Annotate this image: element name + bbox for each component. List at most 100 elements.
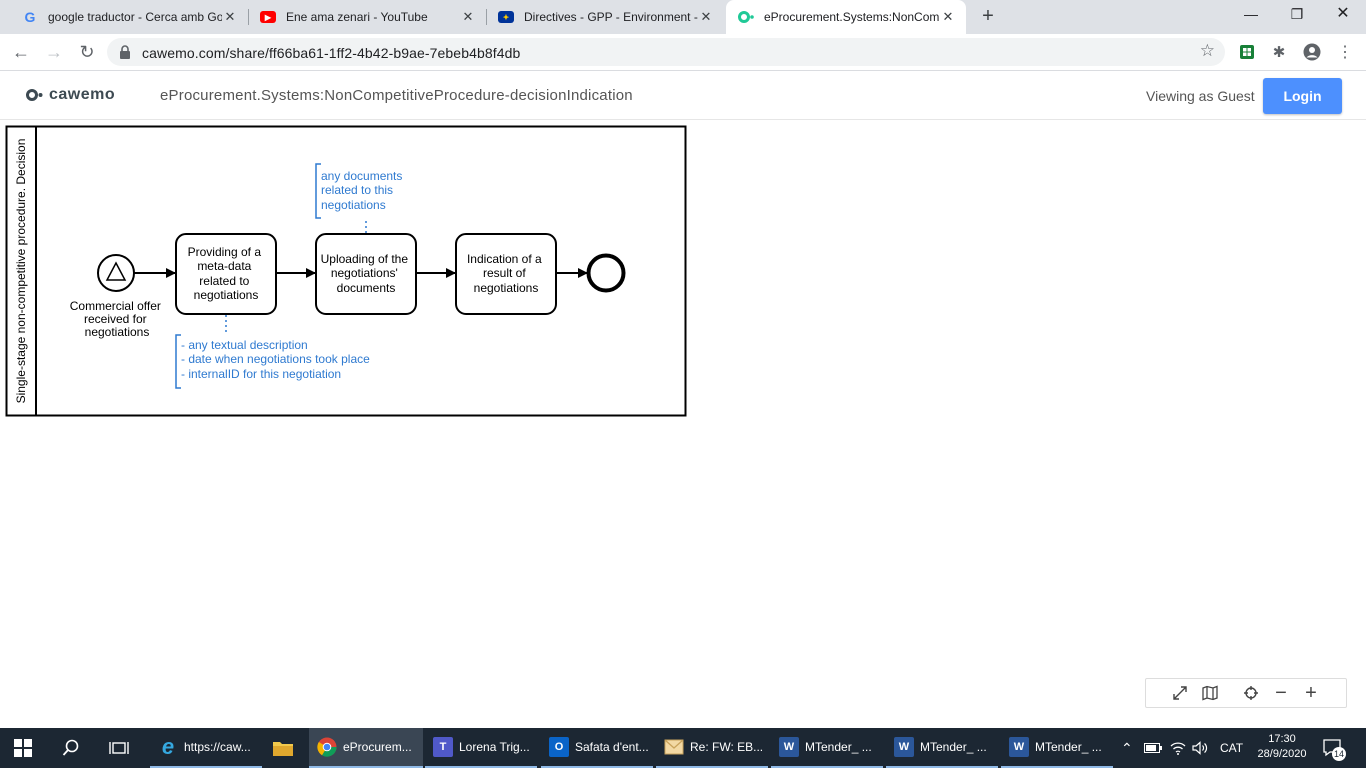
file-explorer-icon[interactable]	[272, 728, 294, 768]
end-event[interactable]	[586, 253, 626, 293]
browser-tab-strip: G google traductor - Cerca amb Go ✕ ▶ En…	[0, 0, 1366, 34]
cawemo-icon	[738, 9, 754, 25]
volume-icon[interactable]	[1192, 728, 1208, 768]
zoom-in-icon[interactable]: +	[1305, 681, 1317, 704]
mail-icon	[664, 737, 684, 757]
word-icon: W	[894, 737, 914, 757]
outlook-icon: O	[549, 737, 569, 757]
pool-label: Single-stage non-competitive procedure. …	[14, 139, 28, 404]
new-tab-button[interactable]: +	[982, 5, 994, 27]
url-text: cawemo.com/share/ff66ba61-1ff2-4b42-b9ae…	[142, 45, 521, 61]
eu-flag-icon: ✦	[498, 11, 514, 23]
close-tab-icon[interactable]: ✕	[942, 9, 954, 24]
annotation-text: - any textual description - date when ne…	[181, 338, 373, 381]
browser-menu-icon[interactable]: ⋮	[1337, 44, 1353, 61]
restore-button[interactable]: ❐	[1290, 6, 1304, 22]
word-icon: W	[779, 737, 799, 757]
canvas-controls: − +	[1145, 678, 1347, 708]
youtube-icon: ▶	[260, 11, 276, 23]
taskbar-app-word-2[interactable]: W MTender_ ...	[886, 728, 998, 768]
extensions-puzzle-icon[interactable]: ✱	[1272, 44, 1286, 61]
zoom-out-icon[interactable]: −	[1275, 681, 1287, 704]
diagram-canvas[interactable]: Single-stage non-competitive procedure. …	[0, 121, 1366, 728]
wifi-icon[interactable]	[1170, 728, 1186, 768]
windows-start-icon[interactable]	[14, 728, 32, 768]
annotation-documents[interactable]: any documents related to this negotiatio…	[315, 163, 406, 219]
taskbar-app-word-1[interactable]: W MTender_ ...	[771, 728, 883, 768]
task-indication-result[interactable]: Indication of a result of negotiations	[455, 233, 557, 315]
minimap-icon[interactable]	[1200, 683, 1220, 703]
close-tab-icon[interactable]: ✕	[462, 9, 474, 24]
search-icon[interactable]	[62, 728, 80, 768]
reload-icon[interactable]: ↻	[79, 42, 95, 62]
forward-icon[interactable]: →	[45, 42, 63, 62]
language-indicator[interactable]: CAT	[1220, 741, 1244, 755]
tab-separator	[248, 9, 249, 25]
signal-triangle-icon	[105, 261, 127, 281]
lock-icon	[120, 45, 130, 59]
taskbar-app-label: Lorena Trig...	[459, 740, 530, 754]
taskbar-app-label: Safata d'ent...	[575, 740, 649, 754]
taskbar-app-outlook[interactable]: O Safata d'ent...	[541, 728, 653, 768]
cawemo-logo-icon	[26, 89, 43, 101]
notifications-icon[interactable]: 14	[1323, 728, 1346, 768]
tab-youtube[interactable]: ▶ Ene ama zenari - YouTube ✕	[248, 0, 486, 34]
tab-title: google traductor - Cerca amb Go	[48, 10, 222, 24]
taskbar-app-label: Re: FW: EB...	[690, 740, 764, 754]
viewing-as-guest-label: Viewing as Guest	[1146, 88, 1255, 104]
battery-icon[interactable]	[1144, 728, 1162, 768]
back-icon[interactable]: ←	[12, 42, 30, 62]
fullscreen-icon[interactable]	[1170, 683, 1190, 703]
taskbar-app-label: https://caw...	[184, 740, 251, 754]
teams-icon: T	[433, 737, 453, 757]
app-header: cawemo eProcurement.Systems:NonCompetiti…	[0, 71, 1366, 120]
start-event[interactable]	[97, 254, 135, 292]
minimize-button[interactable]: —	[1244, 6, 1258, 22]
google-icon: G	[24, 9, 36, 25]
reset-view-icon[interactable]	[1241, 683, 1261, 703]
clock-time: 17:30	[1268, 733, 1296, 745]
annotation-text: any documents related to this negotiatio…	[321, 169, 406, 212]
notification-count: 14	[1332, 747, 1346, 761]
taskbar-app-chrome[interactable]: eProcurem...	[309, 728, 423, 768]
brand-name: cawemo	[49, 86, 116, 103]
tab-title: eProcurement.Systems:NonComp	[764, 10, 940, 24]
tray-chevron-up-icon[interactable]: ⌃	[1121, 739, 1133, 756]
login-button[interactable]: Login	[1263, 78, 1342, 114]
diagram-title: eProcurement.Systems:NonCompetitiveProce…	[160, 87, 633, 104]
taskbar-app-label: MTender_ ...	[805, 740, 872, 754]
profile-avatar-icon[interactable]	[1303, 43, 1321, 61]
taskbar-app-teams[interactable]: T Lorena Trig...	[425, 728, 537, 768]
task-view-icon[interactable]	[109, 728, 129, 768]
task-label: Uploading of the negotiations' documents	[321, 252, 412, 295]
bookmark-star-icon[interactable]: ☆	[1199, 41, 1215, 60]
system-clock[interactable]: 17:30 28/9/2020	[1256, 732, 1308, 762]
tab-directives[interactable]: ✦ Directives - GPP - Environment - ✕	[486, 0, 724, 34]
taskbar-app-word-3[interactable]: W MTender_ ...	[1001, 728, 1113, 768]
cawemo-logo[interactable]: cawemo	[26, 86, 115, 104]
ie-icon: e	[161, 734, 175, 759]
annotation-metadata[interactable]: - any textual description - date when ne…	[175, 334, 373, 389]
start-event-label: Commercial offer received for negotiatio…	[70, 299, 164, 339]
windows-taskbar: e https://caw... eProcurem... T Lorena T…	[0, 728, 1366, 768]
taskbar-app-label: eProcurem...	[343, 740, 412, 754]
task-label: Providing of a meta-data related to nego…	[188, 245, 265, 302]
taskbar-app-ie[interactable]: e https://caw...	[150, 728, 262, 768]
clock-date: 28/9/2020	[1257, 748, 1307, 760]
chrome-icon	[317, 737, 337, 757]
task-label: Indication of a result of negotiations	[467, 252, 545, 295]
task-uploading-documents[interactable]: Uploading of the negotiations' documents	[315, 233, 417, 315]
bpmn-diagram: Single-stage non-competitive procedure. …	[5, 125, 687, 417]
tab-title: Directives - GPP - Environment -	[524, 10, 698, 24]
close-window-button[interactable]: ✕	[1336, 5, 1350, 22]
taskbar-app-mail[interactable]: Re: FW: EB...	[656, 728, 768, 768]
tab-eprocurement[interactable]: eProcurement.Systems:NonComp ✕	[726, 0, 966, 34]
close-tab-icon[interactable]: ✕	[224, 9, 236, 24]
taskbar-app-label: MTender_ ...	[920, 740, 987, 754]
extension-sheets-icon[interactable]	[1238, 43, 1256, 61]
close-tab-icon[interactable]: ✕	[700, 9, 712, 24]
browser-toolbar: ← → ↻ cawemo.com/share/ff66ba61-1ff2-4b4…	[0, 34, 1366, 71]
task-providing-metadata[interactable]: Providing of a meta-data related to nego…	[175, 233, 277, 315]
tab-google-translate[interactable]: G google traductor - Cerca amb Go ✕	[10, 0, 248, 34]
address-bar[interactable]: cawemo.com/share/ff66ba61-1ff2-4b42-b9ae…	[107, 38, 1225, 66]
